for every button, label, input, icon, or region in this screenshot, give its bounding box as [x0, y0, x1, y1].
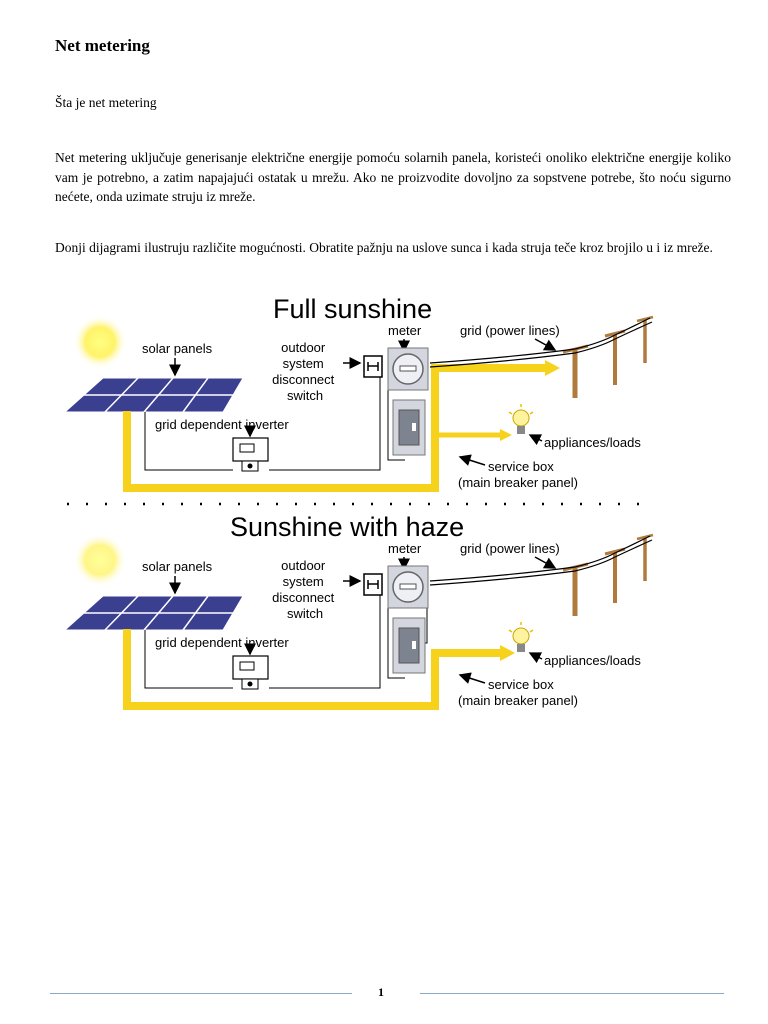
intro-paragraph: Net metering uključuje generisanje elekt…	[55, 150, 731, 204]
panel-title-sunshine-with-haze: Sunshine with haze	[230, 512, 464, 542]
label-inverter: grid dependent inverter	[155, 417, 289, 432]
sun-icon	[73, 315, 127, 369]
page-number: 1	[378, 985, 384, 999]
panel-full-sunshine: Full sunshine solar panels outdoor syste…	[63, 294, 654, 492]
footer-rule-right	[420, 993, 724, 994]
label-inverter: grid dependent inverter	[155, 635, 289, 650]
solar-panel-array-icon	[63, 377, 244, 413]
document-title: Net metering	[55, 36, 150, 55]
label-appliances: appliances/loads	[544, 653, 641, 668]
label-solar-panels: solar panels	[142, 341, 213, 356]
label-main-breaker: (main breaker panel)	[458, 693, 578, 708]
label-meter: meter	[388, 541, 422, 556]
footer-rule-left	[50, 993, 352, 994]
utility-poles-icon	[429, 533, 654, 616]
label-grid: grid (power lines)	[460, 541, 560, 556]
label-appliances: appliances/loads	[544, 435, 641, 450]
label-solar-panels: solar panels	[142, 559, 213, 574]
diagram-intro-paragraph: Donji dijagrami ilustruju različite mogu…	[55, 240, 713, 255]
energy-flow-path	[123, 364, 545, 492]
sun-icon	[73, 533, 127, 587]
label-grid: grid (power lines)	[460, 323, 560, 338]
inverter-icon	[232, 655, 269, 690]
solar-panel-array-icon	[63, 595, 244, 631]
inverter-icon	[232, 437, 269, 472]
lightbulb-icon	[508, 404, 534, 434]
label-meter: meter	[388, 323, 422, 338]
meter-icon	[387, 565, 429, 609]
label-main-breaker: (main breaker panel)	[458, 475, 578, 490]
panel-title-full-sunshine: Full sunshine	[273, 294, 432, 324]
label-outdoor: outdoor system disconnect switch	[272, 340, 338, 403]
label-service-box: service box	[488, 677, 554, 692]
service-box-icon	[392, 617, 426, 674]
utility-poles-icon	[429, 315, 654, 398]
service-box-icon	[392, 399, 426, 456]
label-outdoor: outdoor system disconnect switch	[272, 558, 338, 621]
meter-icon	[387, 347, 429, 391]
panel-sunshine-with-haze: Sunshine with haze solar panels outdoor …	[63, 512, 654, 710]
energy-flow-path	[123, 629, 500, 710]
net-metering-diagram: Full sunshine solar panels outdoor syste…	[63, 294, 655, 710]
section-subtitle: Šta je net metering	[55, 95, 157, 110]
label-service-box: service box	[488, 459, 554, 474]
lightbulb-icon	[508, 622, 534, 652]
